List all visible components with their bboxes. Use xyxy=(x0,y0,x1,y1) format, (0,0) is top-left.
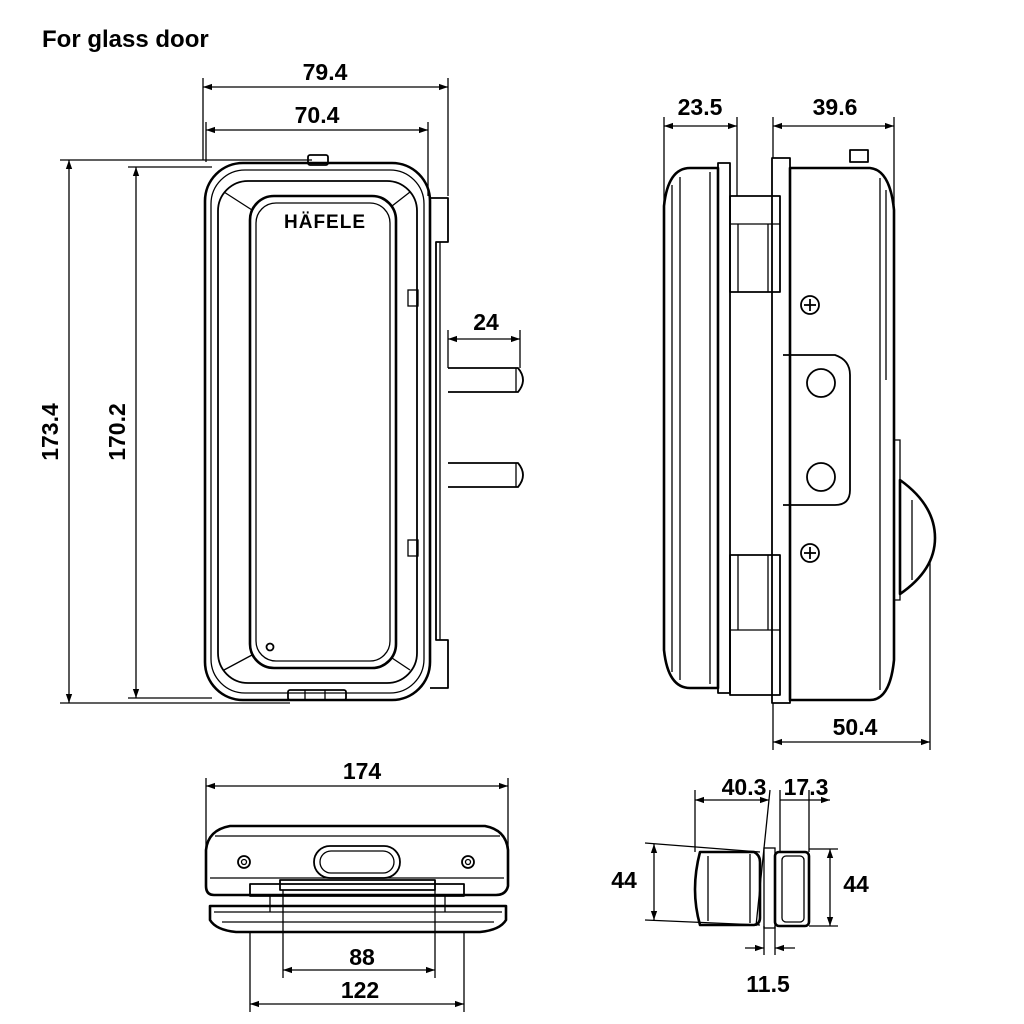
lock-face-panel xyxy=(248,194,398,670)
bolt-lower xyxy=(448,462,524,488)
indicator-led-icon xyxy=(265,642,275,652)
screw-lower-icon xyxy=(800,543,820,563)
dim-inner-span: 88 xyxy=(349,944,375,970)
dim-front-depth: 23.5 xyxy=(678,94,723,120)
dim-body-height: 170.2 xyxy=(104,403,130,461)
dim-overall-width: 79.4 xyxy=(303,59,348,85)
dim-outer-span: 122 xyxy=(341,977,379,1003)
dim-overall-length: 174 xyxy=(343,758,382,784)
brand-logo: HÄFELE xyxy=(284,212,366,233)
dim-rear-depth: 39.6 xyxy=(813,94,858,120)
dim-bolt-projection: 24 xyxy=(473,309,499,335)
mount-hole-icon xyxy=(806,462,836,492)
dim-strike-left-height: 44 xyxy=(611,867,637,893)
dim-strike-gap: 11.5 xyxy=(746,971,790,997)
thumb-slot xyxy=(313,845,401,879)
mount-hole-icon xyxy=(806,368,836,398)
bolt-upper xyxy=(448,367,524,393)
dim-total-depth: 50.4 xyxy=(833,714,878,740)
dim-body-width: 70.4 xyxy=(295,102,340,128)
screw-icon xyxy=(237,855,251,869)
side-knob xyxy=(898,478,937,596)
top-view: 174 88 122 xyxy=(204,758,510,1012)
dim-overall-height: 173.4 xyxy=(37,403,63,461)
strike-view: 40.3 17.3 44 44 11.5 xyxy=(611,774,869,997)
page-title: For glass door xyxy=(42,26,209,53)
side-view: 23.5 39.6 50.4 xyxy=(662,94,937,750)
dim-strike-right-depth: 17.3 xyxy=(784,774,829,800)
dim-strike-left-depth: 40.3 xyxy=(722,774,767,800)
screw-icon xyxy=(461,855,475,869)
front-view: HÄFELE 79.4 70.4 173.4 170.2 24 xyxy=(37,59,524,704)
dim-strike-right-height: 44 xyxy=(843,871,869,897)
screw-upper-icon xyxy=(800,295,820,315)
